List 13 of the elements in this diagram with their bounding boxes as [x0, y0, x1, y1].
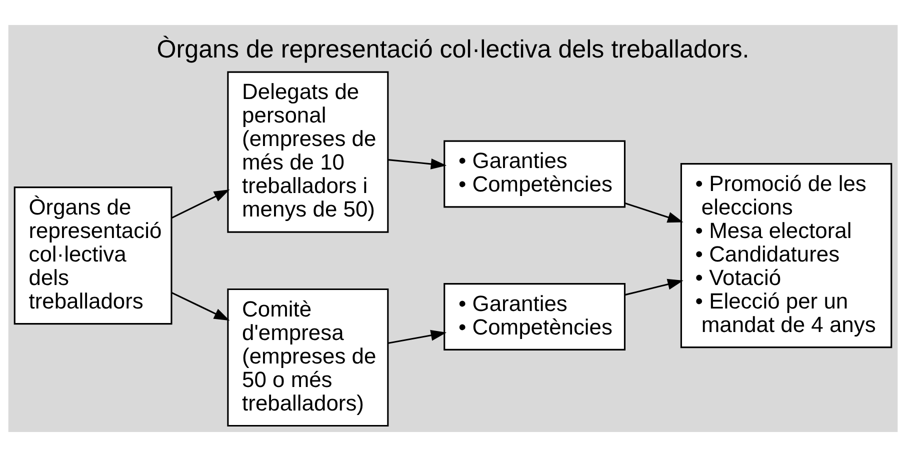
node-box: Comitè d'empresa (empreses de 50 o més treballadors) — [227, 288, 389, 426]
arrow — [624, 202, 684, 222]
arrow — [388, 158, 447, 169]
node-box: • Promoció de les eleccions • Mesa electoral • Candidatures • Votació • Elecció per un mandat de 4 anys — [680, 162, 892, 348]
arrow — [624, 278, 684, 296]
arrow — [171, 189, 230, 218]
arrow — [171, 291, 230, 320]
diagram-title: Òrgans de representació col·lectiva dels treballadors. — [156, 35, 750, 64]
node-box: Delegats de personal (empreses de més de 10 treballadors i menys de 50) — [227, 70, 389, 232]
node-box: • Garanties • Competències — [444, 140, 626, 208]
arrow — [388, 329, 447, 344]
node-box: • Garanties • Competències — [444, 282, 626, 350]
node-box: Òrgans de representació col·lectiva dels treballadors — [14, 186, 172, 324]
